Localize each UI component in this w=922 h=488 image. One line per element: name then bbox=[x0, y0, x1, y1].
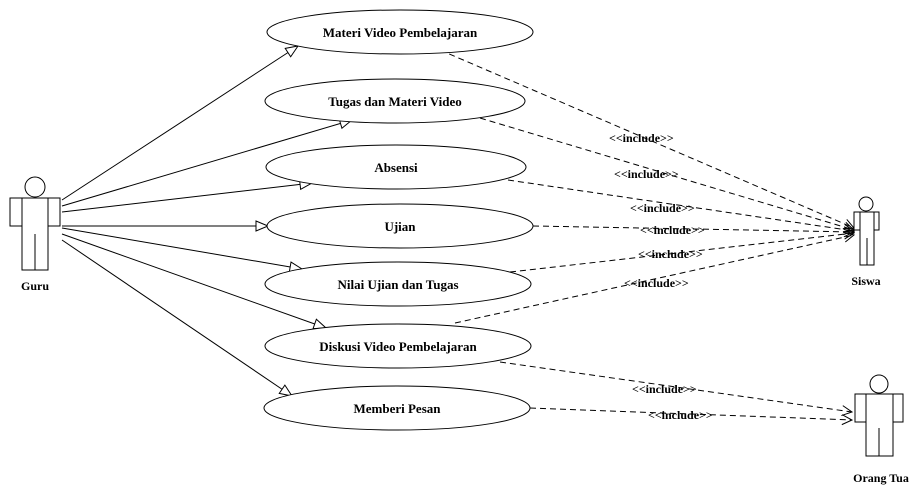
include-label-nilai: <<include>> bbox=[638, 247, 703, 261]
use-case-memberi-pesan[interactable]: Memberi Pesan bbox=[263, 385, 531, 431]
dep-materi-siswa bbox=[439, 49, 854, 228]
assoc-guru-nilai bbox=[61, 227, 302, 269]
include-label-ujian: <<include>> bbox=[640, 223, 705, 237]
use-case-label: Absensi bbox=[374, 160, 418, 175]
actor-orang-tua-icon bbox=[854, 374, 904, 457]
assoc-guru-materi bbox=[61, 46, 298, 201]
include-labels: <<include>> <<include>> <<include>> <<in… bbox=[609, 131, 713, 422]
include-label-pesan: <<include>> bbox=[648, 408, 713, 422]
dep-tugas-siswa bbox=[479, 117, 854, 230]
include-dependencies bbox=[439, 49, 854, 420]
guru-associations bbox=[61, 46, 352, 396]
include-label-diskusi-orangtua: <<include>> bbox=[632, 382, 697, 396]
assoc-guru-absensi bbox=[61, 183, 312, 213]
assoc-guru-pesan bbox=[61, 239, 292, 396]
actor-siswa[interactable]: Siswa bbox=[851, 196, 881, 288]
use-case-label: Materi Video Pembelajaran bbox=[323, 25, 478, 40]
use-case-diskusi-video-pembelajaran[interactable]: Diskusi Video Pembelajaran bbox=[264, 323, 532, 369]
include-label-tugas: <<include>> bbox=[614, 167, 679, 181]
use-case-label: Ujian bbox=[384, 219, 416, 234]
use-case-materi-video-pembelajaran[interactable]: Materi Video Pembelajaran bbox=[266, 9, 534, 55]
use-case-label: Nilai Ujian dan Tugas bbox=[337, 277, 458, 292]
actor-siswa-icon bbox=[853, 196, 880, 266]
assoc-guru-diskusi bbox=[61, 233, 326, 328]
assoc-guru-tugas bbox=[61, 120, 352, 207]
dep-ujian-siswa bbox=[532, 225, 854, 232]
actor-siswa-label: Siswa bbox=[851, 274, 880, 288]
actor-orang-tua-label: Orang Tua bbox=[853, 471, 909, 485]
dep-absensi-siswa bbox=[507, 179, 854, 231]
use-case-label: Tugas dan Materi Video bbox=[328, 94, 462, 109]
include-label-absensi: <<include>> bbox=[630, 201, 695, 215]
use-case-nilai-ujian-dan-tugas[interactable]: Nilai Ujian dan Tugas bbox=[264, 261, 532, 307]
dep-nilai-siswa bbox=[509, 233, 854, 273]
actor-guru[interactable]: Guru bbox=[9, 176, 61, 293]
include-label-diskusi: <<include>> bbox=[624, 276, 689, 290]
use-case-ujian[interactable]: Ujian bbox=[266, 203, 534, 249]
dep-pesan-orangtua bbox=[529, 407, 852, 420]
use-case-tugas-dan-materi-video[interactable]: Tugas dan Materi Video bbox=[264, 78, 526, 124]
actor-guru-label: Guru bbox=[21, 279, 49, 293]
use-case-label: Diskusi Video Pembelajaran bbox=[319, 339, 477, 354]
actor-guru-icon bbox=[9, 176, 61, 271]
include-label-materi: <<include>> bbox=[609, 131, 674, 145]
actor-orang-tua[interactable]: Orang Tua bbox=[853, 374, 909, 485]
use-case-absensi[interactable]: Absensi bbox=[265, 144, 527, 190]
dep-diskusi-siswa bbox=[454, 235, 854, 324]
use-case-label: Memberi Pesan bbox=[353, 401, 441, 416]
